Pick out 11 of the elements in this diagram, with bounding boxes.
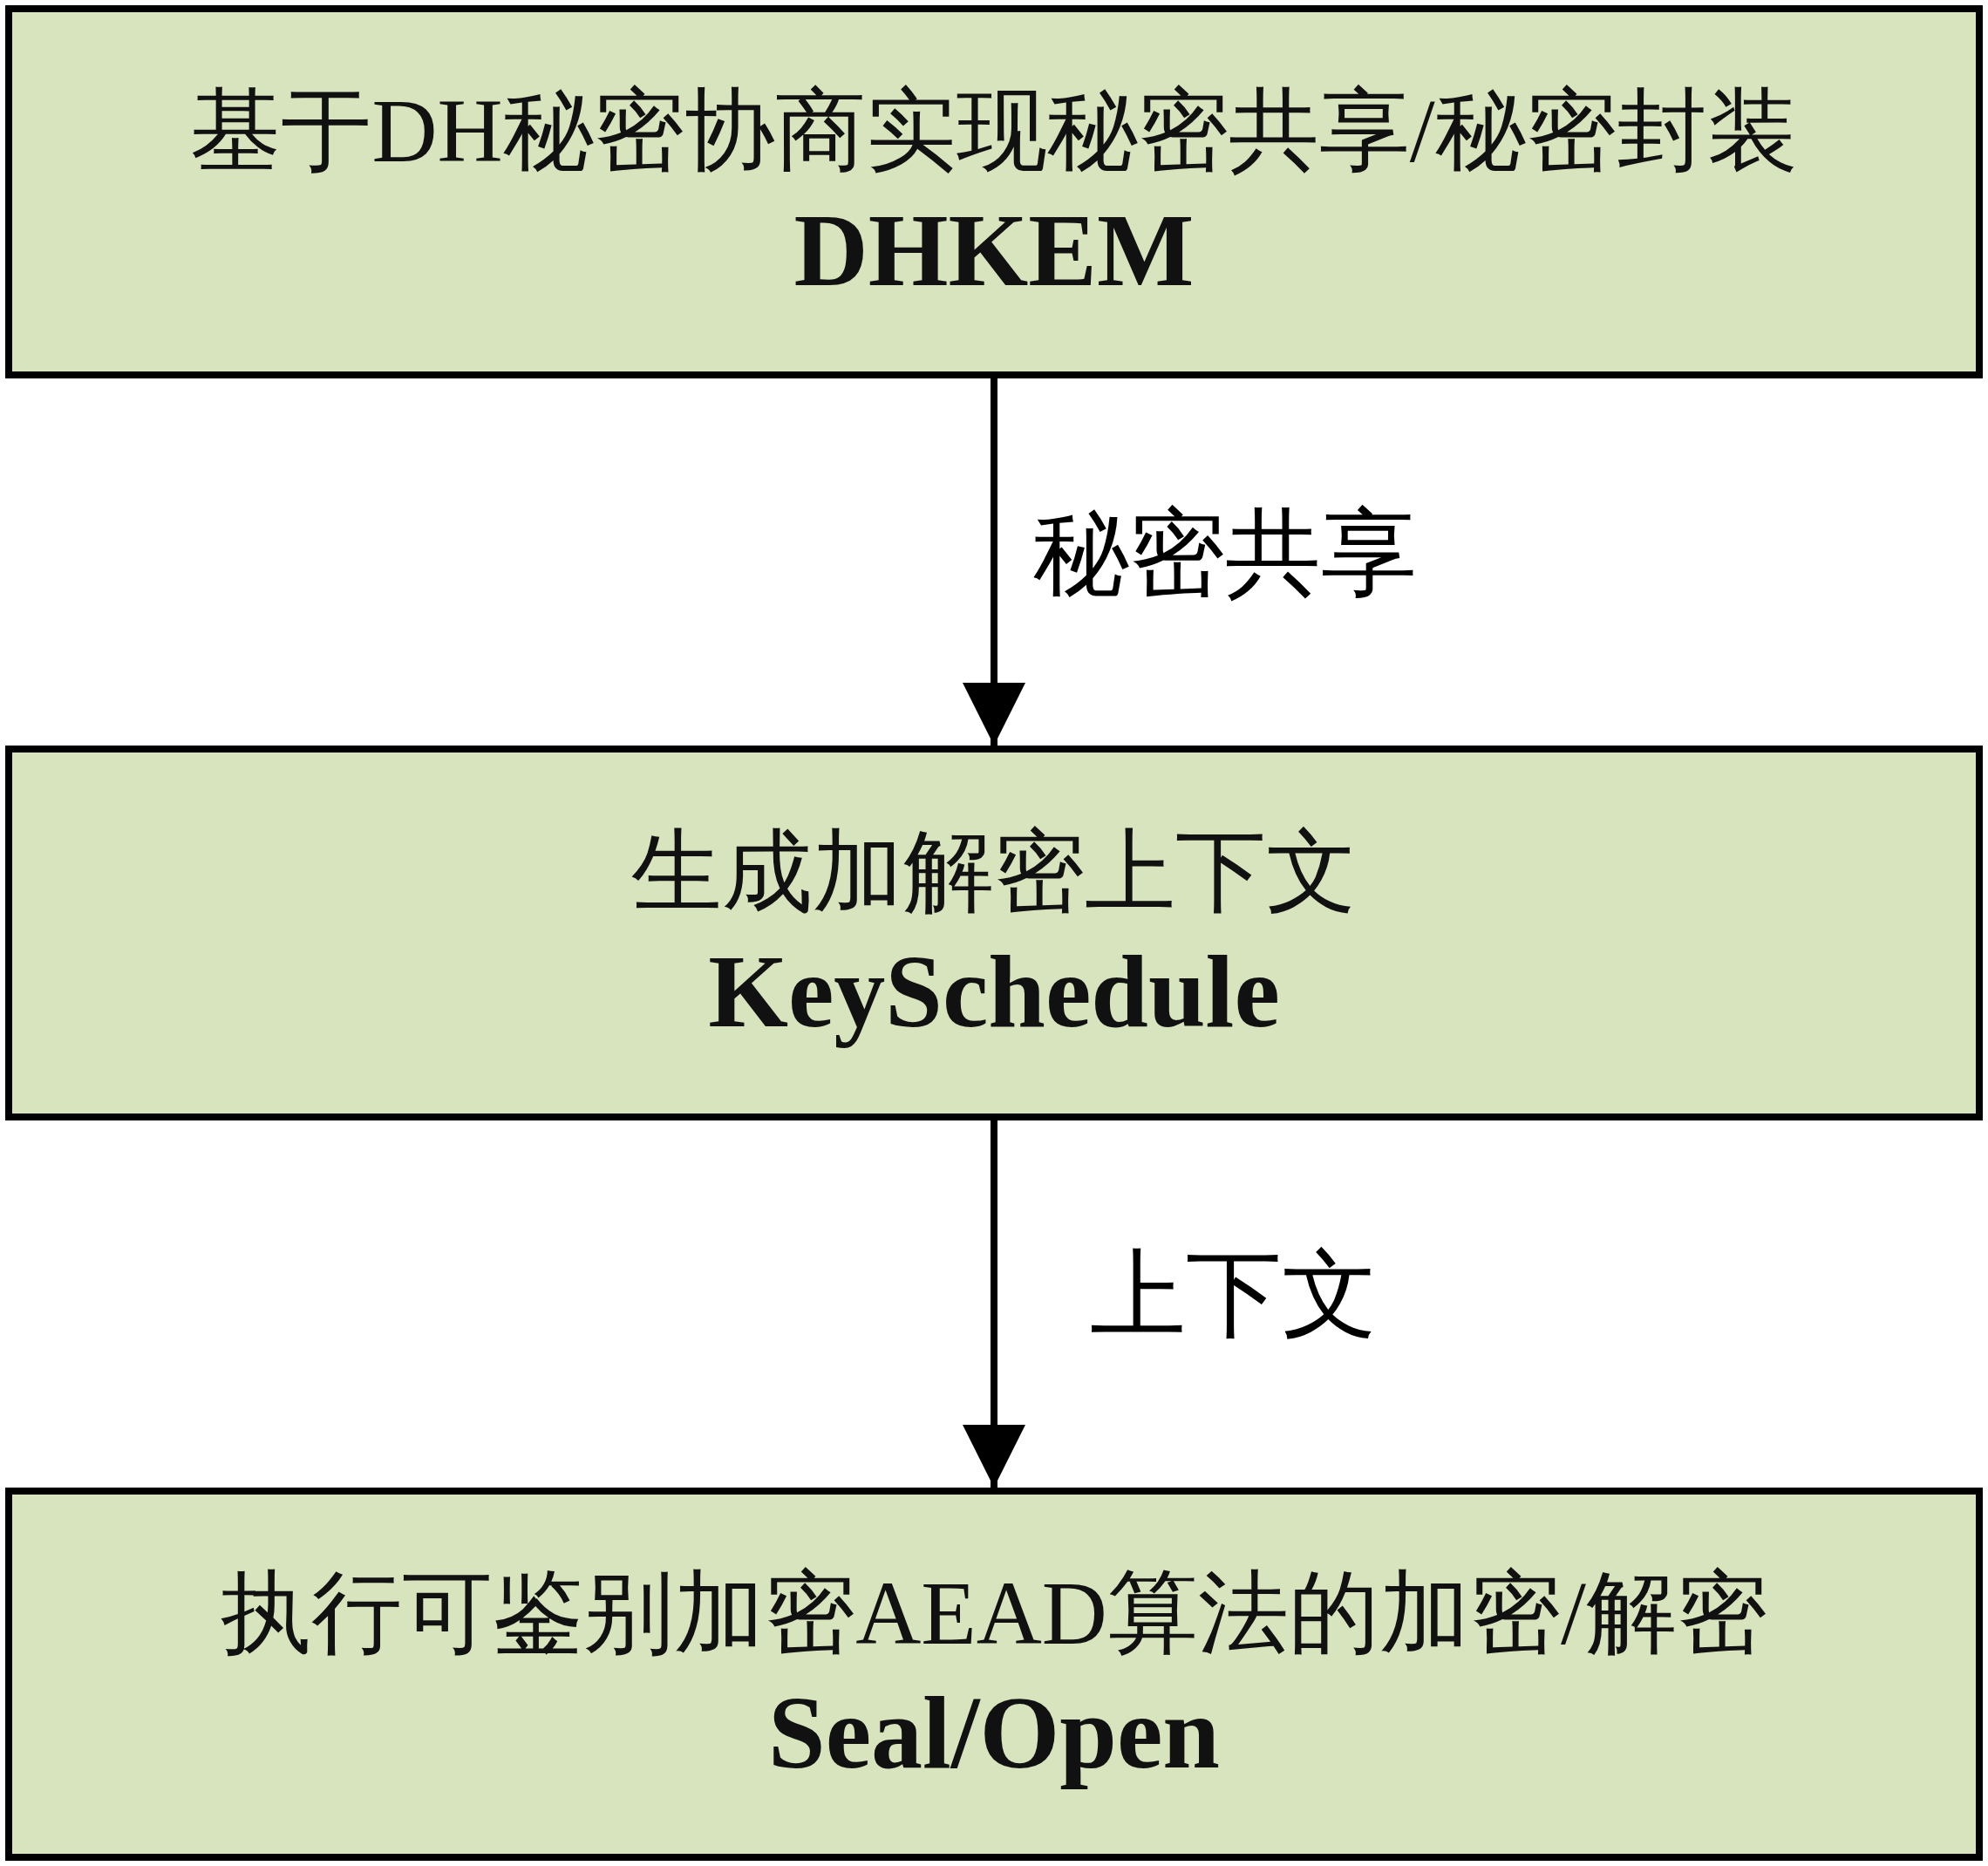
arrow [963, 378, 1025, 746]
step-name: Seal/Open [768, 1674, 1220, 1792]
process-box [5, 5, 1983, 378]
arrow [963, 1120, 1025, 1488]
step-description: 生成加解密上下文 [631, 820, 1357, 923]
process-box [5, 746, 1983, 1120]
step-description: 执行可鉴别加密AEAD算法的加密/解密 [221, 1561, 1767, 1665]
step-description: 基于DH秘密协商实现秘密共享/秘密封装 [190, 78, 1798, 182]
step-name: DHKEM [793, 192, 1195, 310]
step-name: KeySchedule [708, 933, 1280, 1051]
process-box [5, 1488, 1983, 1861]
